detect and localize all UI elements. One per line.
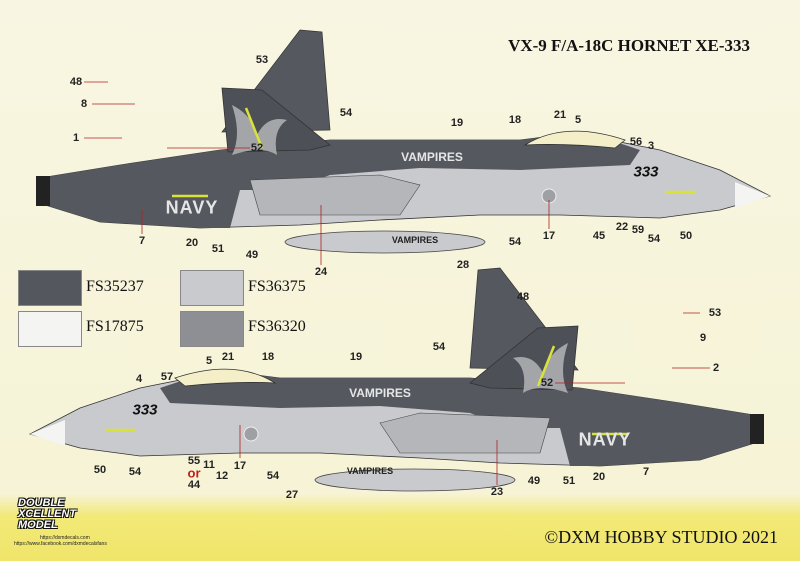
vampires-marking: VAMPIRES [401, 150, 463, 164]
callout: 12 [215, 470, 229, 482]
bat-emblem [232, 105, 287, 155]
facebook-url: https://www.facebook.com/dxmdecalsfans [14, 541, 107, 547]
callout: 3 [647, 140, 655, 152]
swatch-label: FS35237 [86, 278, 144, 295]
callout: 5 [574, 114, 582, 126]
callout: 48 [516, 291, 530, 303]
callout: 54 [128, 466, 142, 478]
callout: 5 [205, 355, 213, 367]
nose-cone [735, 182, 770, 208]
callout: 51 [211, 243, 225, 255]
vampires-marking: VAMPIRES [349, 386, 411, 400]
callout: 54 [266, 470, 280, 482]
navy-marking: NAVY [165, 197, 219, 218]
modex-marking: 333 [633, 163, 659, 181]
callout: 54 [508, 236, 522, 248]
callout: 4 [135, 373, 143, 385]
callout: 1 [72, 132, 80, 144]
callout: 19 [349, 351, 363, 363]
color-swatch-fs36375 [180, 270, 244, 306]
wing-root [249, 174, 421, 216]
callout: 51 [562, 475, 576, 487]
color-swatch-fs35237 [18, 270, 82, 306]
callout: 21 [553, 109, 567, 121]
canopy [523, 130, 626, 149]
callout: 50 [93, 464, 107, 476]
swatch-label: FS36375 [248, 278, 306, 295]
callout: 18 [261, 351, 275, 363]
callout: 54 [647, 233, 661, 245]
callout: 7 [642, 466, 650, 478]
callout: 49 [527, 475, 541, 487]
callout: 48 [69, 76, 83, 88]
callout: 57 [160, 371, 174, 383]
logo-line: MODEL [18, 519, 58, 531]
callout: 54 [339, 107, 353, 119]
callout: 55 [187, 455, 201, 467]
callout: 53 [255, 54, 269, 66]
top-aircraft-profile [36, 29, 772, 254]
callout: 17 [233, 460, 247, 472]
callout: 17 [542, 230, 556, 242]
callout: 2 [712, 362, 720, 374]
callout: 20 [185, 237, 199, 249]
callout: 49 [245, 249, 259, 261]
callout: 27 [285, 489, 299, 501]
callout: 21 [221, 351, 235, 363]
callout: 50 [679, 230, 693, 242]
logo-line: DOUBLE [18, 497, 65, 509]
callout: 19 [450, 117, 464, 129]
callout: 20 [592, 471, 606, 483]
color-swatch-fs36320 [180, 311, 244, 347]
tail-yellow-stripe [244, 107, 264, 149]
callout: 59 [631, 224, 645, 236]
logo-line: XCELLENT [18, 508, 77, 520]
callout: 23 [490, 486, 504, 498]
callout: 18 [508, 114, 522, 126]
callout: 11 [203, 459, 215, 471]
callout: 28 [456, 259, 470, 271]
dxm-logo: DOUBLE XCELLENT MODEL [18, 498, 113, 531]
copyright-footer: ©DXM HOBBY STUDIO 2021 [544, 527, 778, 547]
navy-marking: NAVY [578, 429, 632, 450]
callout: 7 [138, 235, 146, 247]
modex-marking: 333 [132, 401, 158, 419]
callout: 44 [187, 479, 201, 491]
callout: 45 [592, 230, 606, 242]
callout: 53 [708, 307, 722, 319]
callout: 56 [629, 136, 643, 148]
color-swatch-fs17875 [18, 311, 82, 347]
callout: 54 [432, 341, 446, 353]
callout-or: or [187, 465, 201, 481]
callout: 52 [250, 142, 264, 154]
fuel-tank [284, 230, 486, 254]
exhaust-nozzle [36, 176, 50, 206]
website-url: https://dxmdecals.com [40, 535, 90, 541]
fuselage-dark-upper [40, 135, 640, 228]
callout: 8 [80, 98, 88, 110]
callout: 52 [540, 377, 554, 389]
tank-vampires-marking: VAMPIRES [391, 235, 439, 245]
callout: 9 [699, 332, 707, 344]
callout-leaders [84, 81, 710, 485]
callout: 24 [314, 266, 328, 278]
swatch-label: FS17875 [86, 318, 144, 335]
sheet-title: VX-9 F/A-18C HORNET XE-333 [508, 36, 750, 55]
callout: 22 [615, 221, 629, 233]
tank-vampires-marking: VAMPIRES [346, 466, 394, 476]
swatch-label: FS36320 [248, 318, 306, 335]
